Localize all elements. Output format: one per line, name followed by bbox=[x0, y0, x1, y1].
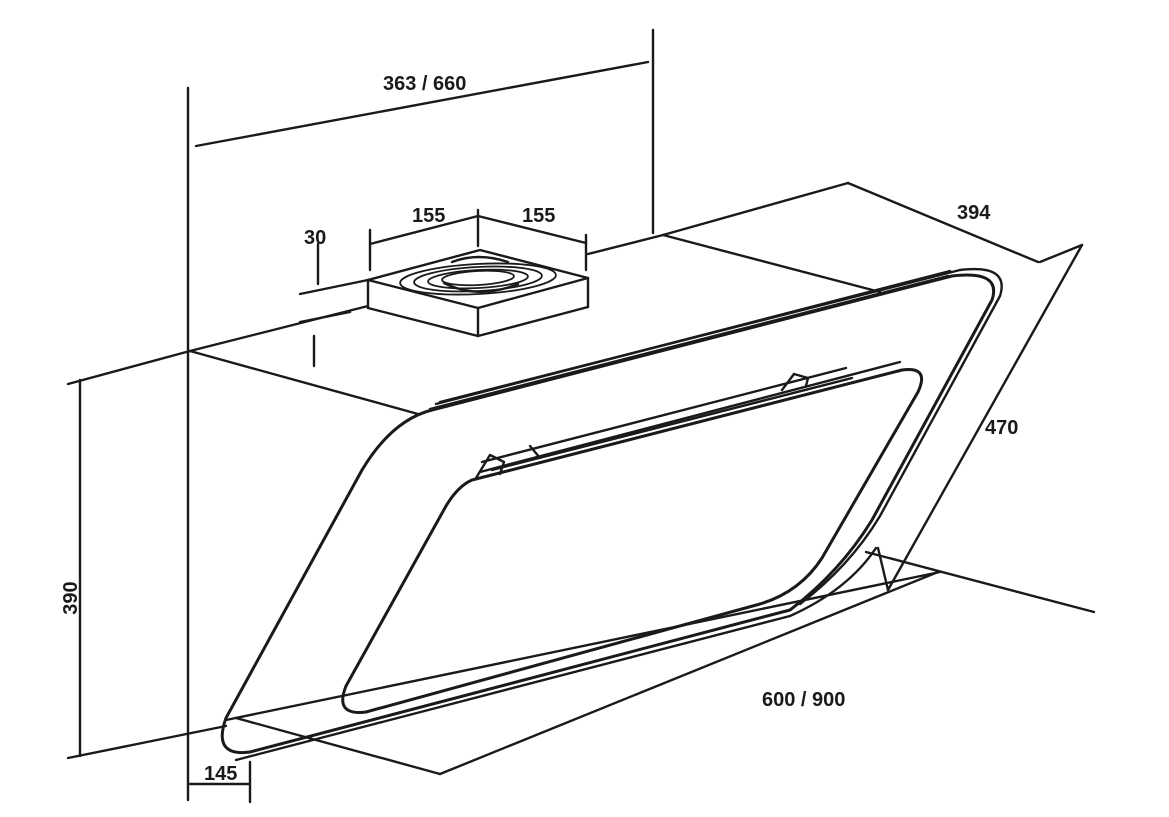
hood-body bbox=[188, 233, 1096, 762]
duct-fan-icon bbox=[399, 255, 557, 296]
dimension-width-top: 363 / 660 bbox=[194, 60, 650, 148]
dimension-total-height: 390 bbox=[60, 349, 228, 760]
label-total-height: 390 bbox=[60, 581, 82, 614]
dimension-glass-height: 470 bbox=[985, 417, 1018, 439]
duct-outlet: 155 155 30 bbox=[298, 205, 590, 368]
label-duct-depth: 155 bbox=[522, 205, 555, 227]
dimension-bottom-width: 600 / 900 bbox=[224, 570, 942, 776]
dimension-bottom-depth: 145 bbox=[188, 716, 442, 804]
label-duct-width: 155 bbox=[412, 205, 445, 227]
label-width-top: 363 / 660 bbox=[383, 73, 466, 95]
label-depth-top: 394 bbox=[957, 202, 991, 224]
wall-reference-lines bbox=[186, 28, 655, 802]
dimension-depth-top: 394 bbox=[661, 181, 1040, 264]
label-glass-height: 470 bbox=[985, 417, 1018, 439]
label-bottom-depth: 145 bbox=[204, 763, 237, 785]
label-bottom-width: 600 / 900 bbox=[762, 689, 845, 711]
label-duct-height: 30 bbox=[304, 227, 326, 249]
